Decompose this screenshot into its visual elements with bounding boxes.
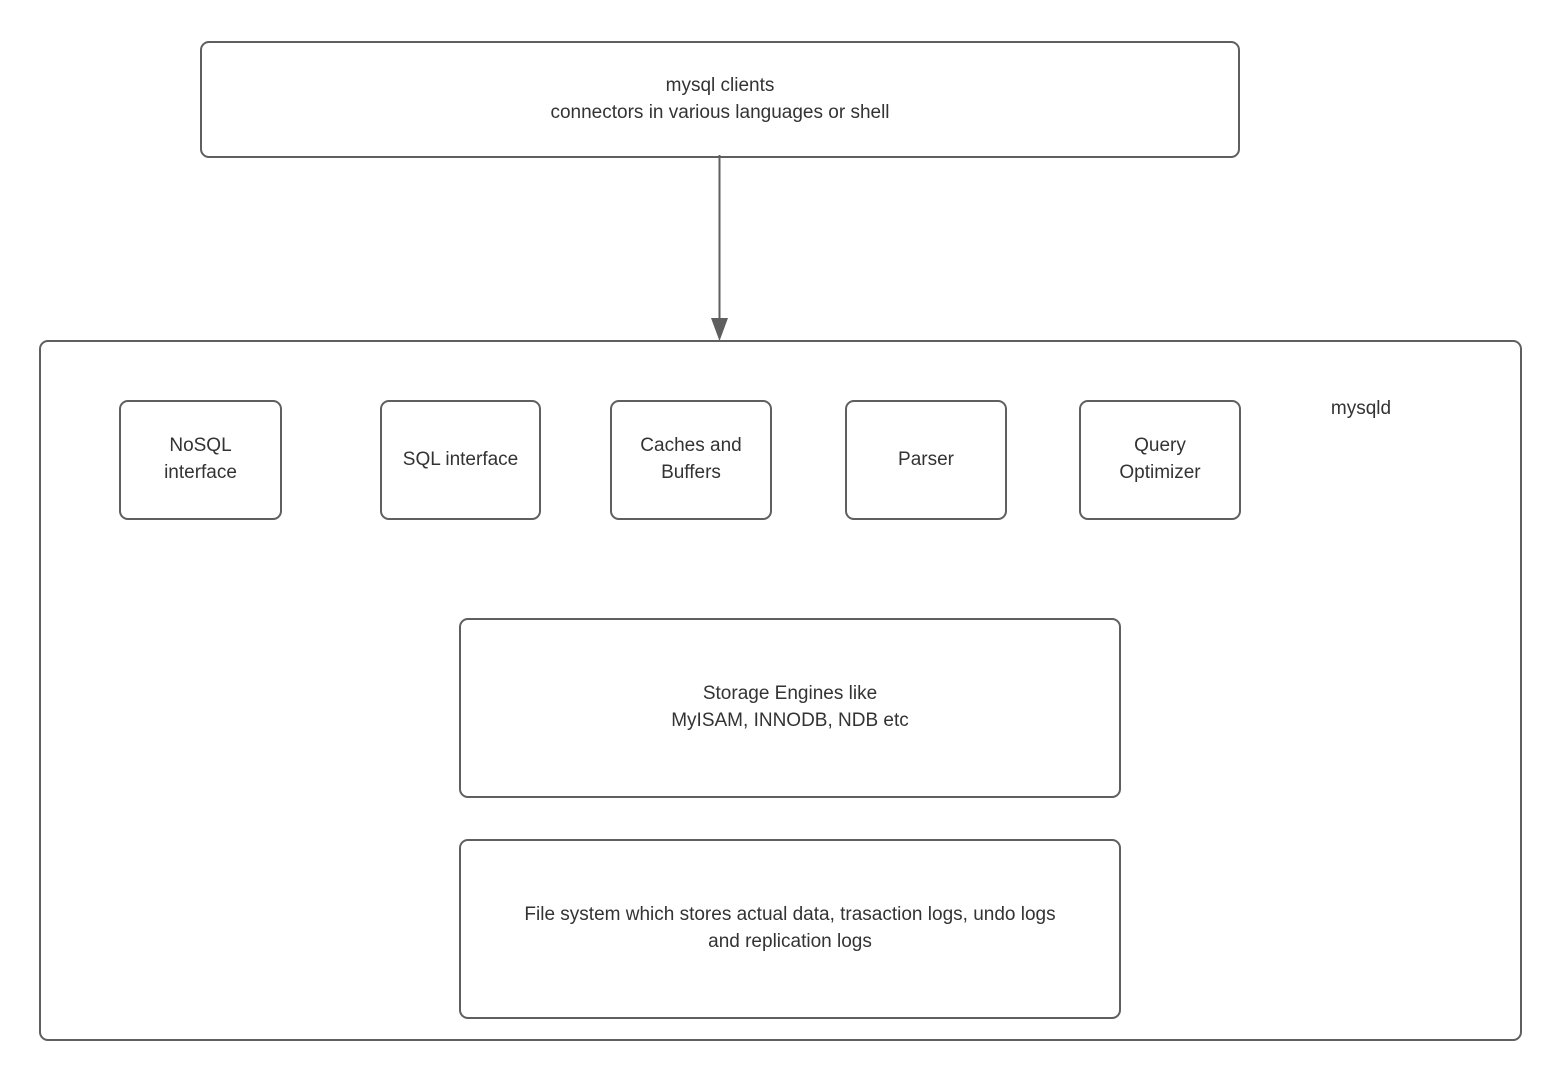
mysql-clients-box[interactable]: mysql clients connectors in various lang… [200,41,1240,158]
nosql-interface-label: NoSQL interface [164,435,237,483]
sql-interface-label: SQL interface [402,448,519,470]
file-system-label: File system which stores actual data, tr… [524,904,1056,952]
sql-interface-box[interactable]: SQL interface [380,400,541,520]
file-system-box[interactable]: File system which stores actual data, tr… [459,839,1121,1019]
storage-engines-label: Storage Engines like MyISAM, INNODB, NDB… [671,683,909,731]
mysqld-title-label: mysqld [1330,398,1392,419]
query-optimizer-box[interactable]: Query Optimizer [1079,400,1241,520]
query-optimizer-label: Query Optimizer [1119,435,1201,483]
storage-engines-box[interactable]: Storage Engines like MyISAM, INNODB, NDB… [459,618,1121,798]
clients-to-mysqld-arrow [690,155,750,345]
nosql-interface-box[interactable]: NoSQL interface [119,400,282,520]
caches-and-buffers-label: Caches and Buffers [640,435,742,483]
parser-box[interactable]: Parser [845,400,1007,520]
mysql-clients-label: mysql clients connectors in various lang… [550,74,890,123]
parser-label: Parser [898,448,954,470]
caches-and-buffers-box[interactable]: Caches and Buffers [610,400,772,520]
